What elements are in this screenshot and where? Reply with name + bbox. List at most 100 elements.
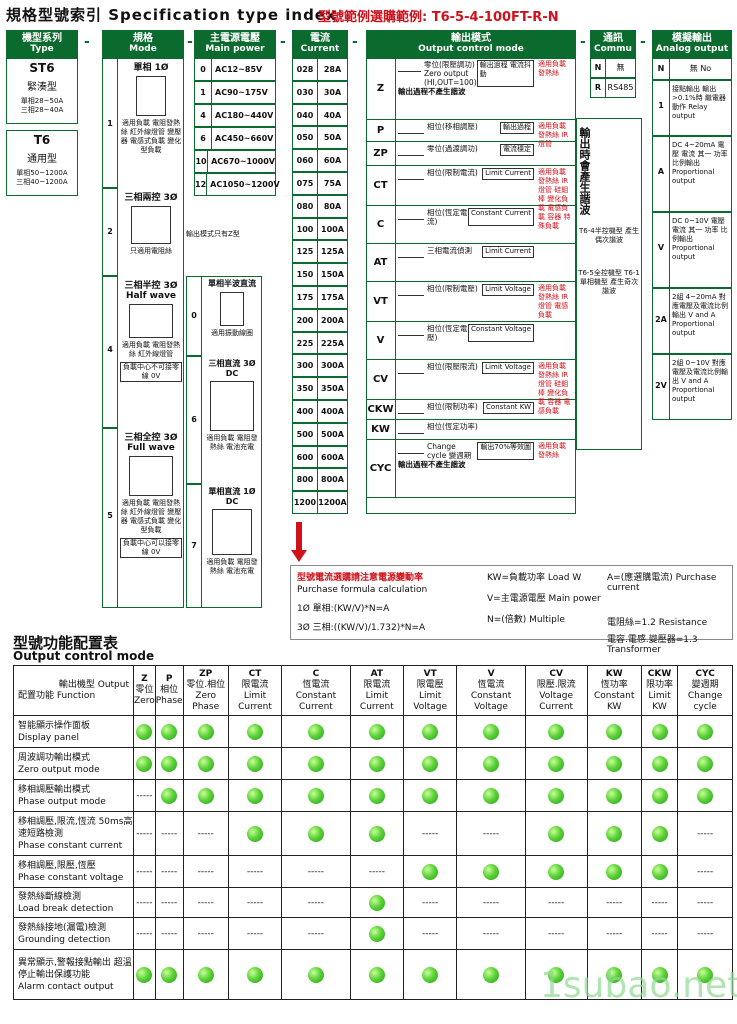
output-load: 適用負載 發熱絲 IR燈管 硅鉬棒 變化負載 容器 電感負載 bbox=[538, 362, 571, 415]
sine-wave-icon bbox=[398, 246, 424, 258]
current-value: 100A bbox=[317, 218, 347, 240]
feature-cell bbox=[677, 747, 733, 780]
output-desc: 零位(過渡調功)電流穩定 bbox=[396, 142, 536, 165]
feature-cell bbox=[349, 949, 405, 1000]
feature-cell: ----- bbox=[640, 887, 679, 918]
available-dot-icon bbox=[651, 723, 668, 740]
available-dot-icon bbox=[548, 966, 565, 983]
current-value: 75A bbox=[317, 172, 347, 194]
current-code: 400 bbox=[296, 406, 314, 416]
feature-cell bbox=[154, 747, 184, 780]
output-desc: 相位(限制電流)Limit Current bbox=[396, 166, 536, 205]
feature-cell bbox=[524, 779, 588, 812]
current-value: 350A bbox=[317, 378, 347, 399]
feature-cell bbox=[281, 715, 351, 748]
mode-code: 5 bbox=[102, 428, 118, 608]
current-value: 125A bbox=[317, 241, 347, 263]
output-desc: 相位(限壓限流)Limit Voltage bbox=[396, 360, 536, 399]
output-code: ZP bbox=[366, 142, 396, 165]
available-dot-icon bbox=[606, 787, 623, 804]
feature-cell bbox=[456, 779, 526, 812]
mode-code: 4 bbox=[102, 276, 118, 428]
feature-cell bbox=[524, 949, 588, 1000]
output-load: 適用負載 發熱絲 bbox=[538, 442, 566, 459]
available-dot-icon bbox=[606, 966, 623, 983]
feature-cell bbox=[227, 811, 283, 856]
available-dot-icon bbox=[368, 925, 385, 942]
feature-cell: ----- bbox=[349, 855, 405, 888]
available-dot-icon bbox=[197, 755, 214, 772]
output-code: KW bbox=[366, 420, 396, 439]
available-dot-icon bbox=[136, 966, 153, 983]
current-code: 200 bbox=[296, 315, 314, 325]
sine-wave-icon bbox=[398, 122, 424, 134]
sine-wave-icon bbox=[398, 284, 424, 296]
feature-cell: ----- bbox=[586, 887, 642, 918]
output-desc: 相位(限制電壓)Limit Voltage bbox=[396, 282, 536, 321]
available-dot-icon bbox=[161, 787, 178, 804]
available-dot-icon bbox=[548, 787, 565, 804]
feature-cell: ----- bbox=[182, 855, 229, 888]
available-dot-icon bbox=[483, 755, 500, 772]
available-dot-icon bbox=[606, 755, 623, 772]
feature-cell: ----- bbox=[524, 887, 588, 918]
feature-cell: ----- bbox=[281, 887, 351, 918]
current-value: 300A bbox=[317, 355, 347, 377]
current-code: 030 bbox=[296, 87, 314, 97]
feature-cell: ----- bbox=[586, 917, 642, 950]
available-dot-icon bbox=[651, 825, 668, 842]
available-dot-icon bbox=[307, 966, 324, 983]
available-dot-icon bbox=[136, 723, 153, 740]
feature-cell: ----- bbox=[524, 917, 588, 950]
mode-column bbox=[102, 58, 184, 608]
available-dot-icon bbox=[247, 787, 263, 804]
mode-code: 1 bbox=[102, 58, 118, 188]
output-code: C bbox=[366, 206, 396, 243]
output-desc: 相位(限制功率)Constant KW bbox=[396, 400, 536, 419]
available-dot-icon bbox=[422, 966, 439, 983]
current-code: 300 bbox=[296, 361, 314, 371]
available-dot-icon bbox=[483, 863, 500, 880]
current-code: 040 bbox=[296, 110, 314, 120]
current-code: 028 bbox=[296, 65, 314, 74]
output-desc: 相位(恆定功率) bbox=[396, 420, 536, 439]
feature-cell: ----- bbox=[456, 887, 526, 918]
feature-cell: ----- bbox=[133, 887, 156, 918]
available-dot-icon bbox=[422, 723, 439, 740]
feature-cell: ----- bbox=[154, 887, 184, 918]
current-code: 050 bbox=[296, 133, 314, 143]
sine-wave-icon bbox=[398, 208, 424, 220]
feature-cell bbox=[456, 747, 526, 780]
mode-2-note: 輸出模式只有Z型 bbox=[186, 230, 240, 238]
feature-cell: ----- bbox=[133, 855, 156, 888]
feature-cell bbox=[640, 855, 679, 888]
available-dot-icon bbox=[651, 966, 668, 983]
feature-cell bbox=[586, 715, 642, 748]
feature-cell: ----- bbox=[281, 917, 351, 950]
feature-cell bbox=[133, 715, 156, 748]
